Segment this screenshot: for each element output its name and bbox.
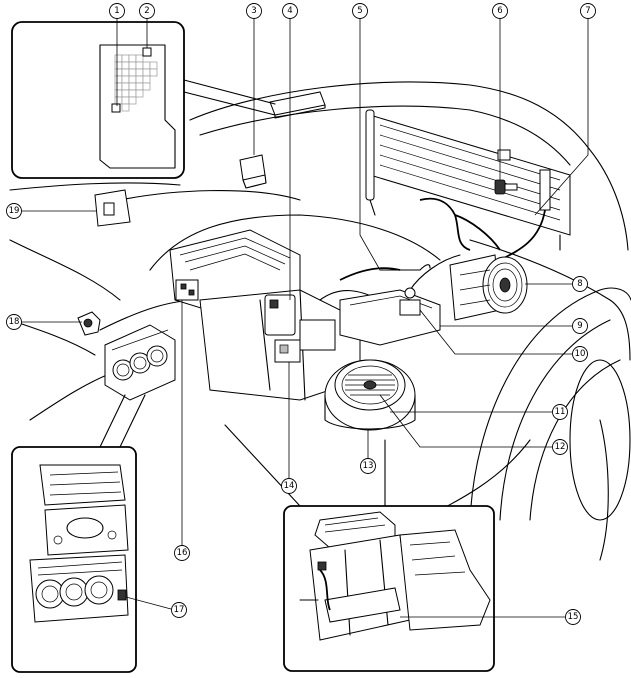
callout-11-label: 11 bbox=[555, 407, 566, 417]
callout-12: 12 bbox=[552, 439, 568, 455]
callout-14-label: 14 bbox=[284, 481, 295, 491]
callout-18-label: 18 bbox=[9, 317, 20, 327]
callout-16: 16 bbox=[174, 545, 190, 561]
callout-19-label: 19 bbox=[9, 206, 20, 216]
leader-lines bbox=[22, 18, 589, 618]
callout-7: 7 bbox=[580, 3, 596, 19]
callout-13: 13 bbox=[360, 458, 376, 474]
callout-4-label: 4 bbox=[287, 6, 292, 16]
callout-8-label: 8 bbox=[577, 279, 582, 289]
dashboard-inset bbox=[11, 394, 146, 673]
callout-11: 11 bbox=[552, 404, 568, 420]
callout-3-label: 3 bbox=[251, 6, 256, 16]
expansion-valve bbox=[339, 287, 441, 346]
airflow-mode-actuator bbox=[175, 279, 199, 301]
blower-unit bbox=[324, 359, 416, 431]
callout-1: 1 bbox=[109, 3, 125, 19]
callout-15-label: 15 bbox=[568, 612, 579, 622]
pcm-module bbox=[239, 154, 267, 189]
ac-unit-detail-inset bbox=[224, 424, 495, 672]
callout-12-label: 12 bbox=[555, 442, 566, 452]
callout-9-label: 9 bbox=[577, 321, 582, 331]
ac-compressor bbox=[449, 254, 528, 321]
callout-14: 14 bbox=[281, 478, 297, 494]
callout-5: 5 bbox=[352, 3, 368, 19]
callout-6-label: 6 bbox=[497, 6, 502, 16]
fuse-block bbox=[269, 91, 326, 119]
callout-2: 2 bbox=[139, 3, 155, 19]
fuse-grid bbox=[111, 47, 158, 113]
callout-10-label: 10 bbox=[575, 349, 586, 359]
air-mix-actuator bbox=[274, 339, 301, 363]
fuse-panel-inset bbox=[11, 21, 276, 179]
callout-7-label: 7 bbox=[585, 6, 590, 16]
callout-16-label: 16 bbox=[177, 548, 188, 558]
refrigerant-hoses bbox=[339, 197, 546, 291]
cabin-temperature-sensor bbox=[94, 189, 131, 227]
callout-1-label: 1 bbox=[114, 6, 119, 16]
callout-10: 10 bbox=[572, 346, 588, 362]
front-wheel bbox=[469, 287, 631, 521]
vehicle-body-outline bbox=[9, 81, 631, 561]
sunlight-sensor bbox=[77, 311, 101, 336]
callout-17-label: 17 bbox=[174, 605, 185, 615]
callout-6: 6 bbox=[492, 3, 508, 19]
climate-control-unit bbox=[104, 324, 176, 401]
callouts: 1 2 3 4 5 6 7 8 9 10 11 12 13 14 15 16 1… bbox=[6, 3, 596, 625]
callout-17: 17 bbox=[171, 602, 187, 618]
callout-5-label: 5 bbox=[357, 6, 362, 16]
condenser bbox=[365, 109, 571, 251]
callout-15: 15 bbox=[565, 609, 581, 625]
callout-8: 8 bbox=[572, 276, 588, 292]
callout-3: 3 bbox=[246, 3, 262, 19]
callout-19: 19 bbox=[6, 203, 22, 219]
callout-13-label: 13 bbox=[363, 461, 374, 471]
callout-9: 9 bbox=[572, 318, 588, 334]
callout-18: 18 bbox=[6, 314, 22, 330]
callout-4: 4 bbox=[282, 3, 298, 19]
callout-2-label: 2 bbox=[144, 6, 149, 16]
